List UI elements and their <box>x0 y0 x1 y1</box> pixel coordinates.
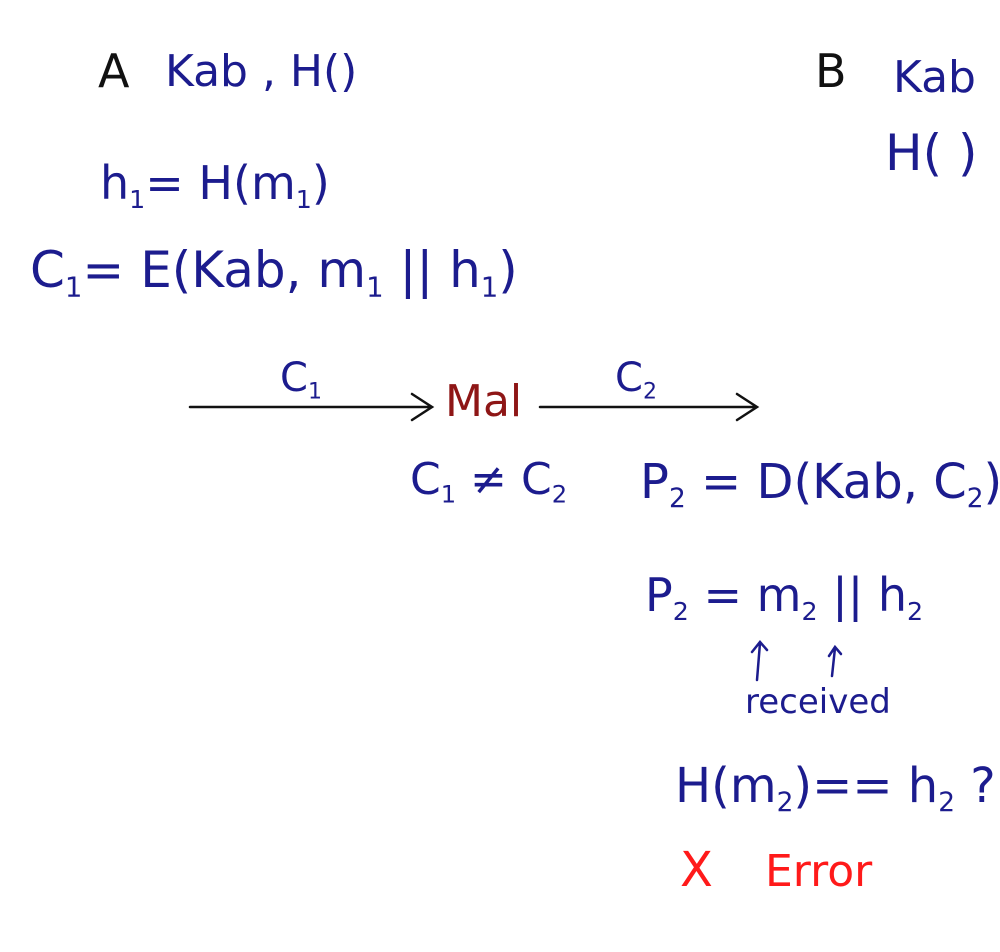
sub: 1 <box>295 184 312 214</box>
paren: ) <box>498 241 518 299</box>
received-label: received <box>745 682 891 722</box>
arrow-mal-to-b <box>538 392 760 422</box>
error-x-icon: X <box>680 842 713 898</box>
enc-expr: || h <box>383 241 481 299</box>
split-expr: || h <box>817 568 907 622</box>
sub: 2 <box>551 480 568 509</box>
paren: ) <box>311 156 330 210</box>
sub: 2 <box>938 787 956 819</box>
question-mark: ? <box>955 758 996 814</box>
enc-expr: = E(Kab, m <box>82 241 367 299</box>
sub: 1 <box>64 271 83 304</box>
party-b-key: Kab <box>893 52 976 103</box>
c1-var: C <box>280 355 308 401</box>
party-b-label: B <box>815 44 847 98</box>
hash-check: H(m2)== h2 ? <box>675 762 996 817</box>
sub: 2 <box>672 596 689 626</box>
split-expr: = m <box>688 568 802 622</box>
check-expr: )== h <box>793 758 939 814</box>
sub: 2 <box>668 483 686 515</box>
sub: 1 <box>307 379 322 405</box>
c1-label: C1 <box>280 358 322 404</box>
hash-step: h1= H(m1) <box>100 160 330 212</box>
cipher-var: C <box>30 241 65 299</box>
c1-var: C <box>410 454 441 505</box>
plain-var: P <box>640 454 669 510</box>
error-label: Error <box>765 846 873 897</box>
sub: 1 <box>129 184 146 214</box>
sub: 2 <box>801 596 818 626</box>
attacker-label: Mal <box>445 376 523 427</box>
arrow-a-to-mal <box>188 392 435 422</box>
sub: 2 <box>642 379 657 405</box>
party-a-label: A <box>98 44 130 98</box>
neq-expr: ≠ C <box>456 454 552 505</box>
arrow-up-m2 <box>750 640 769 682</box>
c2-label: C2 <box>615 358 657 404</box>
encrypt-step: C1= E(Kab, m1 || h1) <box>30 245 518 302</box>
hash-expr: = H(m <box>145 156 296 210</box>
cipher-inequality: C1 ≠ C2 <box>410 458 567 507</box>
party-a-keys: Kab , H() <box>165 46 358 97</box>
c2-var: C <box>615 355 643 401</box>
sub: 2 <box>906 596 924 626</box>
sub: 1 <box>480 271 499 304</box>
sub: 2 <box>966 483 984 515</box>
plain-var: P <box>645 568 673 622</box>
split-step: P2 = m2 || h2 <box>645 572 923 624</box>
arrow-up-h2 <box>827 644 843 678</box>
paren: ) <box>984 454 1000 510</box>
sub: 1 <box>440 480 457 509</box>
check-expr: H(m <box>675 758 777 814</box>
party-b-hash: H( ) <box>885 124 978 182</box>
dec-expr: = D(Kab, C <box>685 454 967 510</box>
sub: 1 <box>366 271 384 304</box>
sub: 2 <box>776 787 794 819</box>
decrypt-step: P2 = D(Kab, C2) <box>640 458 1000 513</box>
hash-var: h <box>100 156 130 210</box>
